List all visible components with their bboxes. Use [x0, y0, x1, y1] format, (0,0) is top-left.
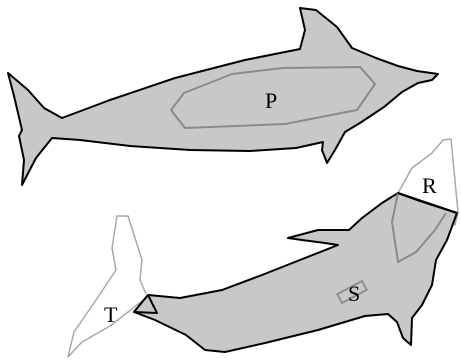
ghost-tail-outline	[68, 216, 146, 357]
lower-dolphin: R S T	[68, 139, 458, 357]
upper-dolphin: P	[8, 8, 438, 185]
label-t: T	[104, 302, 118, 327]
label-p: P	[265, 88, 277, 113]
upper-dolphin-body	[8, 8, 438, 185]
lower-dolphin-body	[134, 193, 457, 352]
label-r: R	[422, 173, 437, 198]
label-s: S	[348, 281, 360, 306]
